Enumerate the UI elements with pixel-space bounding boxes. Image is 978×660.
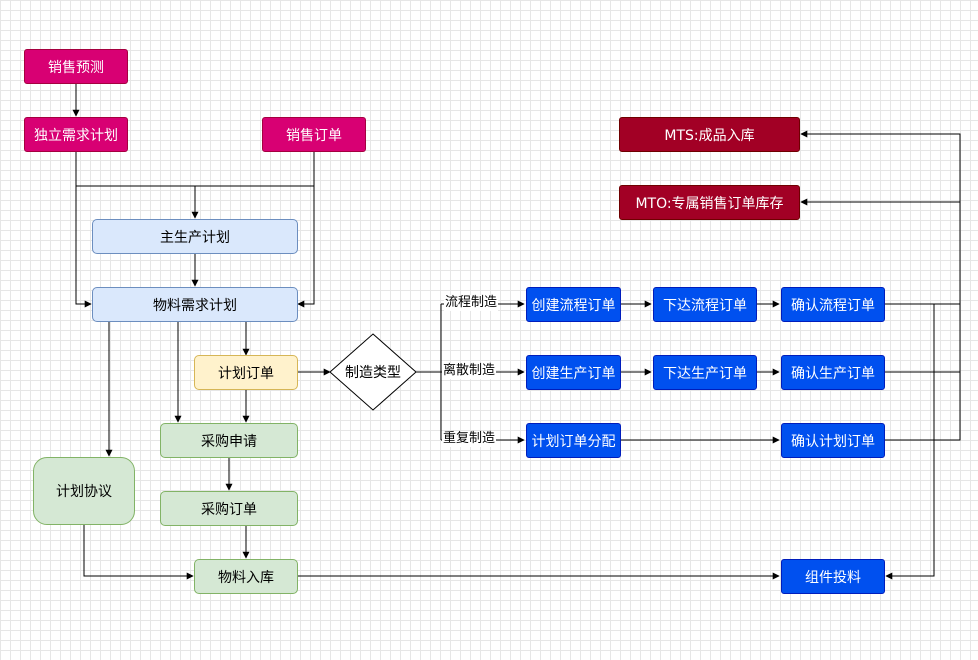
node-mrp[interactable]: 物料需求计划 <box>92 287 298 322</box>
manufacturing-type-diamond <box>329 333 417 411</box>
node-material-receipt[interactable]: 物料入库 <box>194 559 298 594</box>
node-mts[interactable]: MTS:成品入库 <box>619 117 800 152</box>
node-purchase-requisition[interactable]: 采购申请 <box>160 423 298 458</box>
node-confirm-process-order[interactable]: 确认流程订单 <box>781 287 885 322</box>
edge-confirm-planned-to-mto <box>884 372 961 441</box>
node-confirm-production-order[interactable]: 确认生产订单 <box>781 355 885 390</box>
node-planning-agreement[interactable]: 计划协议 <box>33 457 135 525</box>
edge-confirm-production-to-mto <box>800 198 961 373</box>
node-confirm-planned-order[interactable]: 确认计划订单 <box>781 423 885 458</box>
edge-type-to-branches <box>416 304 442 440</box>
node-purchase-order[interactable]: 采购订单 <box>160 491 298 526</box>
label-repetitive-manufacturing: 重复制造 <box>442 431 497 447</box>
edge-salesorder-to-mps <box>195 151 315 187</box>
node-component-issue[interactable]: 组件投料 <box>781 559 885 594</box>
edge-independent-to-mps <box>75 151 199 219</box>
node-release-production-order[interactable]: 下达生产订单 <box>653 355 757 390</box>
node-planned-order-allocation[interactable]: 计划订单分配 <box>526 423 621 458</box>
label-discrete-manufacturing: 离散制造 <box>442 363 497 379</box>
manufacturing-type-label: 制造类型 <box>345 365 401 381</box>
node-create-process-order[interactable]: 创建流程订单 <box>526 287 621 322</box>
node-mto[interactable]: MTO:专属销售订单库存 <box>619 185 800 220</box>
node-create-production-order[interactable]: 创建生产订单 <box>526 355 621 390</box>
node-planned-order[interactable]: 计划订单 <box>194 355 298 390</box>
edge-agreement-to-receipt <box>83 525 194 580</box>
edge-confirm-to-mts <box>800 130 961 305</box>
edge-salesorder-to-mrp <box>297 186 315 308</box>
node-sales-forecast[interactable]: 销售预测 <box>24 49 128 84</box>
node-release-process-order[interactable]: 下达流程订单 <box>653 287 757 322</box>
node-independent-demand-plan[interactable]: 独立需求计划 <box>24 117 128 152</box>
node-sales-order[interactable]: 销售订单 <box>262 117 366 152</box>
node-mps[interactable]: 主生产计划 <box>92 219 298 254</box>
edge-independent-to-mrp <box>75 186 92 308</box>
label-process-manufacturing: 流程制造 <box>444 295 499 311</box>
